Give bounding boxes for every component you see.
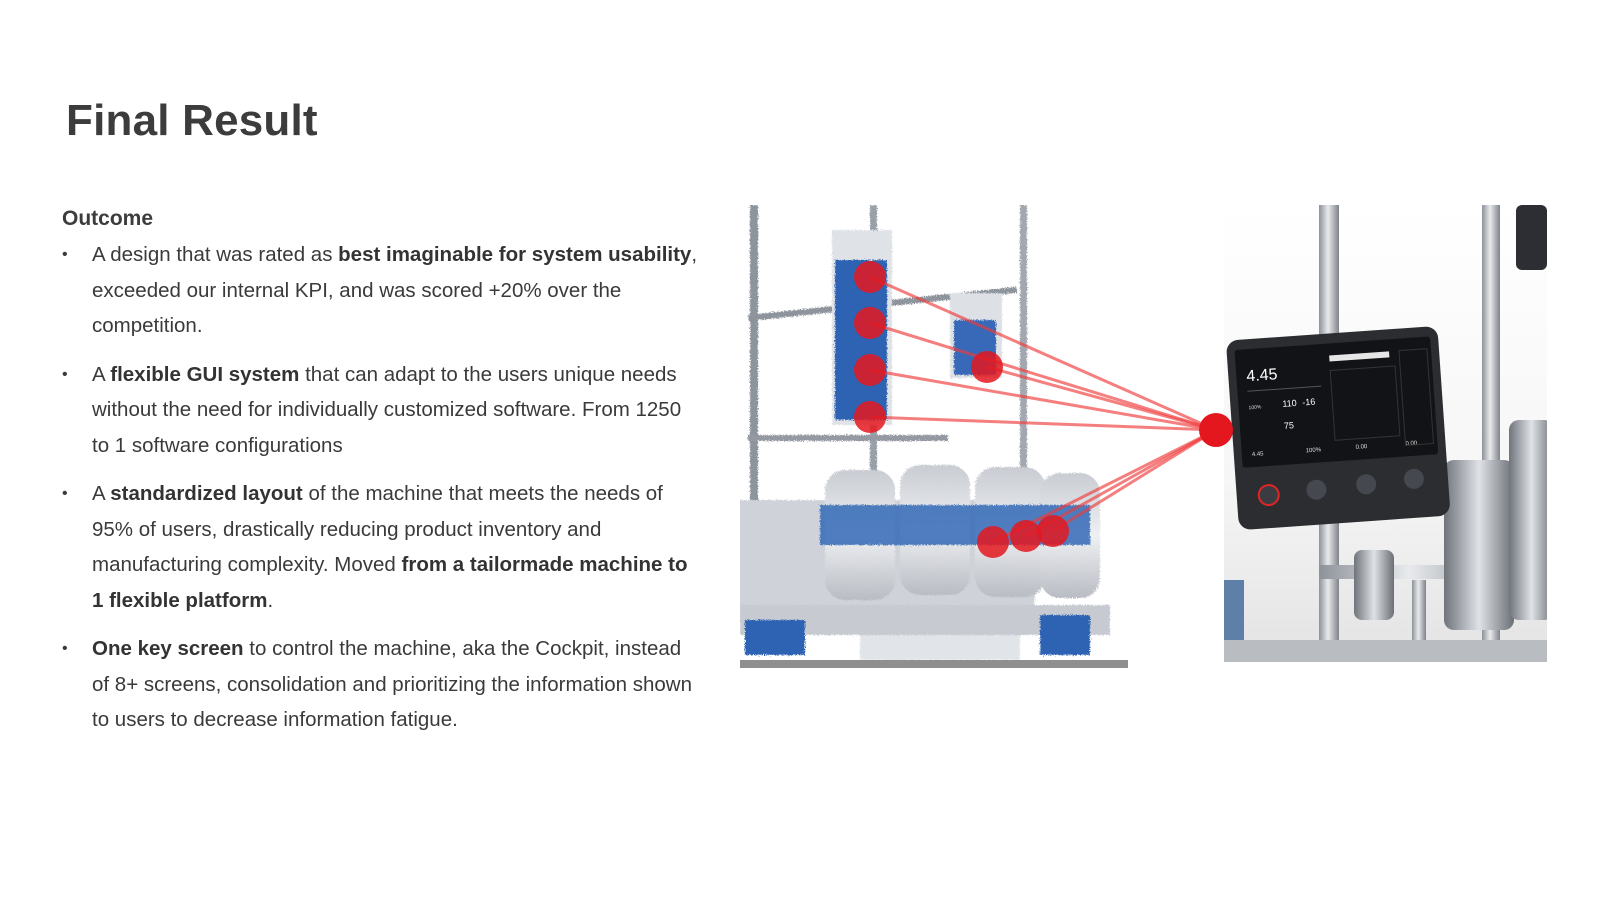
screen-value: 75 <box>1284 420 1295 431</box>
outcome-list: •A design that was rated as best imagina… <box>62 237 702 738</box>
bullet-icon: • <box>62 246 68 263</box>
outcome-section: Outcome •A design that was rated as best… <box>62 205 702 751</box>
outcome-heading: Outcome <box>62 207 154 230</box>
image-baseline <box>740 660 1128 668</box>
screen-value: 0.00 <box>1405 441 1418 448</box>
knob-icon <box>1403 468 1424 489</box>
screen-value: 4.45 <box>1252 451 1265 458</box>
screen-primary-value: 4.45 <box>1246 366 1278 385</box>
knob-icon <box>1356 474 1377 495</box>
cockpit-machine-illustration: 4.45 110 -16 75 100% 4.45 100% 0.00 0.00 <box>1224 205 1547 662</box>
outcome-item: •A flexible GUI system that can adapt to… <box>62 357 702 464</box>
slide-title: Final Result <box>66 96 318 145</box>
screen-value: 100% <box>1306 447 1322 454</box>
bullet-icon: • <box>62 365 68 383</box>
screen-value: 110 <box>1282 398 1297 409</box>
cockpit-product-image: 4.45 110 -16 75 100% 4.45 100% 0.00 0.00 <box>1224 205 1547 662</box>
knob-icon <box>1306 479 1327 500</box>
outcome-item: •One key screen to control the machine, … <box>62 631 702 738</box>
screen-value: 100% <box>1248 404 1262 411</box>
outcome-item: •A standardized layout of the machine th… <box>62 476 702 618</box>
screen-value: -16 <box>1302 397 1316 408</box>
outcome-item: •A design that was rated as best imagina… <box>62 237 702 344</box>
screen-value: 0.00 <box>1355 444 1368 451</box>
bullet-icon: • <box>62 640 68 657</box>
red-knob-icon <box>1257 484 1280 507</box>
bullet-icon: • <box>62 485 68 502</box>
machine-pointcloud-image <box>740 205 1128 668</box>
machine-pointcloud-illustration <box>740 205 1110 660</box>
